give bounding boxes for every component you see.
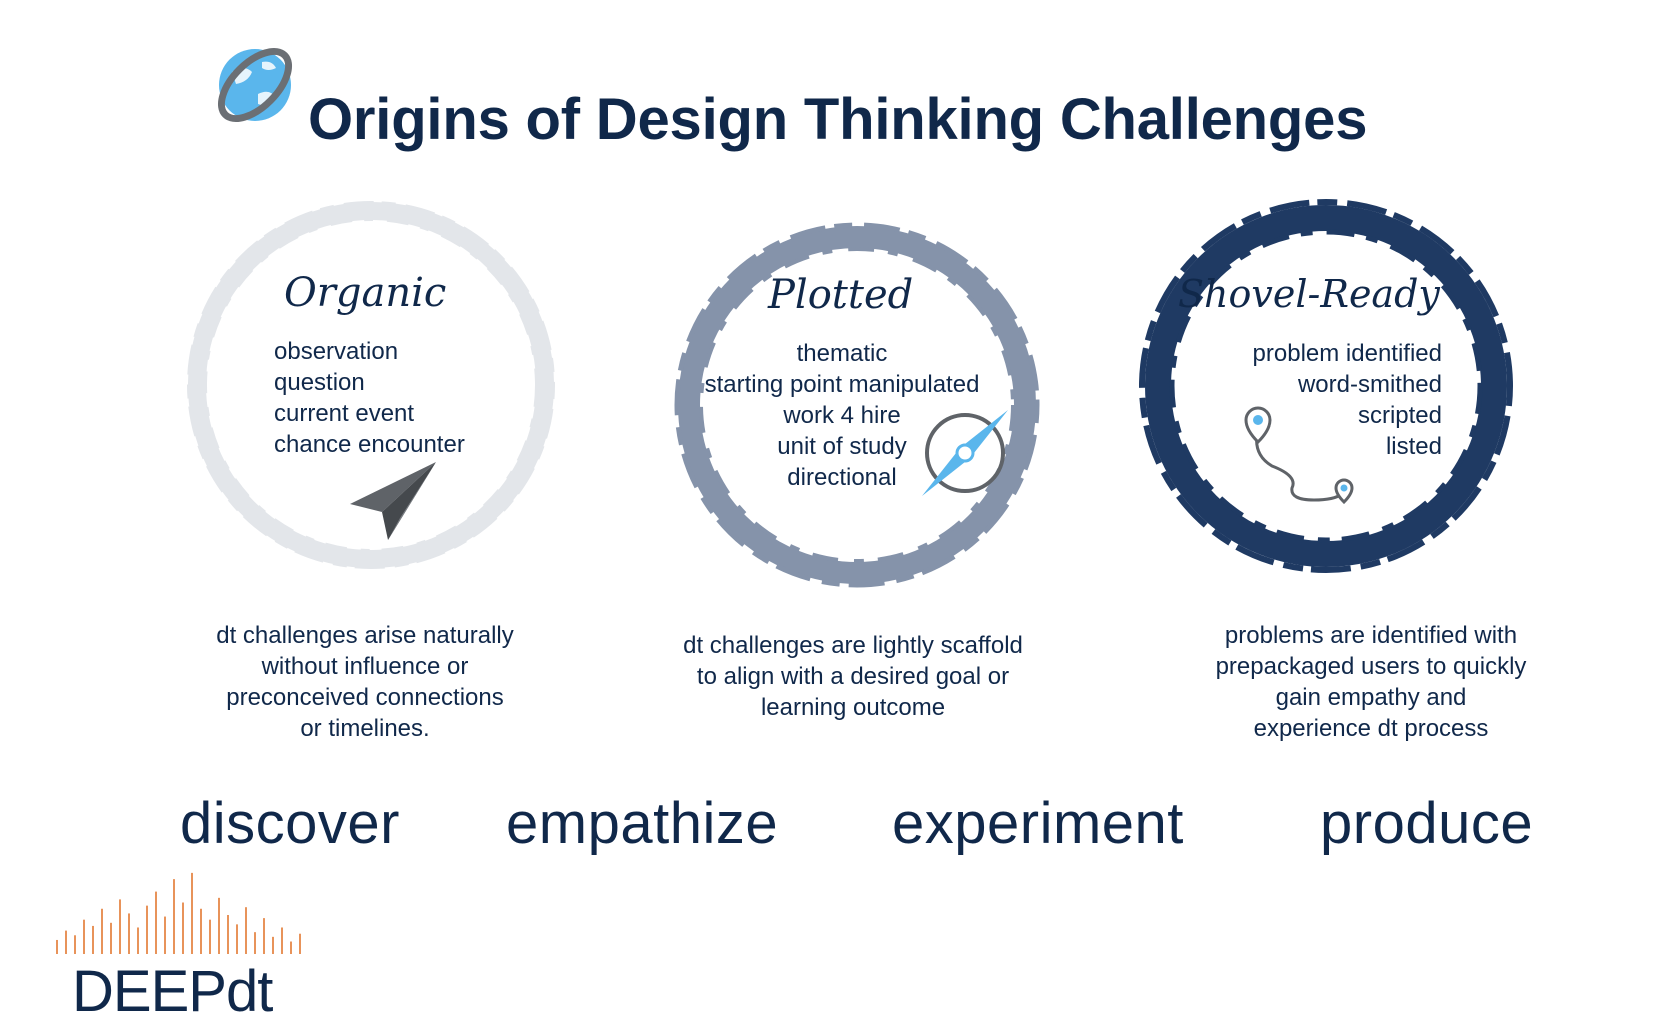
list-item: work 4 hire [783, 402, 901, 429]
brand-logo-text: DEEPdt [72, 959, 273, 1024]
soundwave-bar [182, 902, 184, 954]
soundwave-bar [218, 897, 220, 954]
shovel-ready-heading: Shovel-Ready [1178, 272, 1440, 316]
soundwave-bar [128, 913, 130, 954]
soundwave-bar [254, 932, 256, 954]
soundwave-bar [299, 933, 301, 954]
soundwave-bar [74, 935, 76, 954]
page-title: Origins of Design Thinking Challenges [308, 87, 1368, 152]
soundwave-bar [191, 872, 193, 954]
soundwave-bar [164, 916, 166, 954]
plotted-description: dt challenges are lightly scaffold to al… [683, 632, 1023, 721]
soundwave-bar [236, 924, 238, 954]
soundwave-bar [119, 899, 121, 954]
soundwave-bar [83, 919, 85, 954]
globe-orbit-icon [217, 47, 293, 123]
compass-icon [922, 410, 1008, 496]
plotted-heading: Plotted [768, 272, 914, 318]
list-item: scripted [1357, 402, 1442, 429]
soundwave-bar [146, 905, 148, 954]
soundwave-bar [290, 941, 292, 954]
organic-description: dt challenges arise naturally without in… [216, 622, 514, 742]
soundwave-logo-icon [56, 872, 301, 954]
soundwave-bar [65, 930, 67, 954]
list-item: observation [274, 338, 399, 365]
soundwave-bar [245, 907, 247, 954]
organic-ring [187, 201, 555, 569]
list-item: directional [787, 464, 897, 491]
soundwave-bar [281, 927, 283, 954]
organic-heading: Organic [284, 270, 447, 316]
stage-produce: produce [1320, 791, 1534, 856]
plotted-ring [674, 222, 1040, 588]
shovel-ready-ring [1139, 199, 1513, 573]
route-pins-icon [1244, 406, 1354, 505]
stage-empathize: empathize [506, 791, 779, 856]
soundwave-bar [263, 918, 265, 954]
list-item: thematic [796, 340, 888, 367]
stage-experiment: experiment [892, 791, 1184, 856]
list-item: chance encounter [274, 431, 465, 458]
soundwave-bar [56, 939, 58, 954]
list-item: question [274, 369, 365, 396]
soundwave-bar [137, 927, 139, 954]
shovel-ready-description: problems are identified with prepackaged… [1215, 622, 1527, 742]
soundwave-bar [110, 922, 112, 954]
organic-items: observation question current event chanc… [274, 336, 465, 460]
list-item: problem identified [1252, 340, 1442, 367]
plotted-items: thematic starting point manipulated work… [680, 338, 1004, 493]
list-item: starting point manipulated [704, 371, 980, 398]
list-item: current event [274, 400, 415, 427]
soundwave-bar [200, 908, 202, 954]
soundwave-bar [272, 936, 274, 954]
stage-discover: discover [180, 791, 400, 856]
soundwave-bar [101, 908, 103, 954]
soundwave-bar [173, 879, 175, 954]
soundwave-bar [155, 891, 157, 954]
list-item: listed [1385, 433, 1442, 460]
paper-plane-icon [350, 462, 436, 540]
soundwave-bar [227, 915, 229, 954]
soundwave-bar [209, 919, 211, 954]
list-item: word-smithed [1297, 371, 1442, 398]
soundwave-bar [92, 925, 94, 954]
shovel-ready-items: problem identified word-smithed scripted… [1196, 338, 1442, 462]
list-item: unit of study [777, 433, 907, 460]
